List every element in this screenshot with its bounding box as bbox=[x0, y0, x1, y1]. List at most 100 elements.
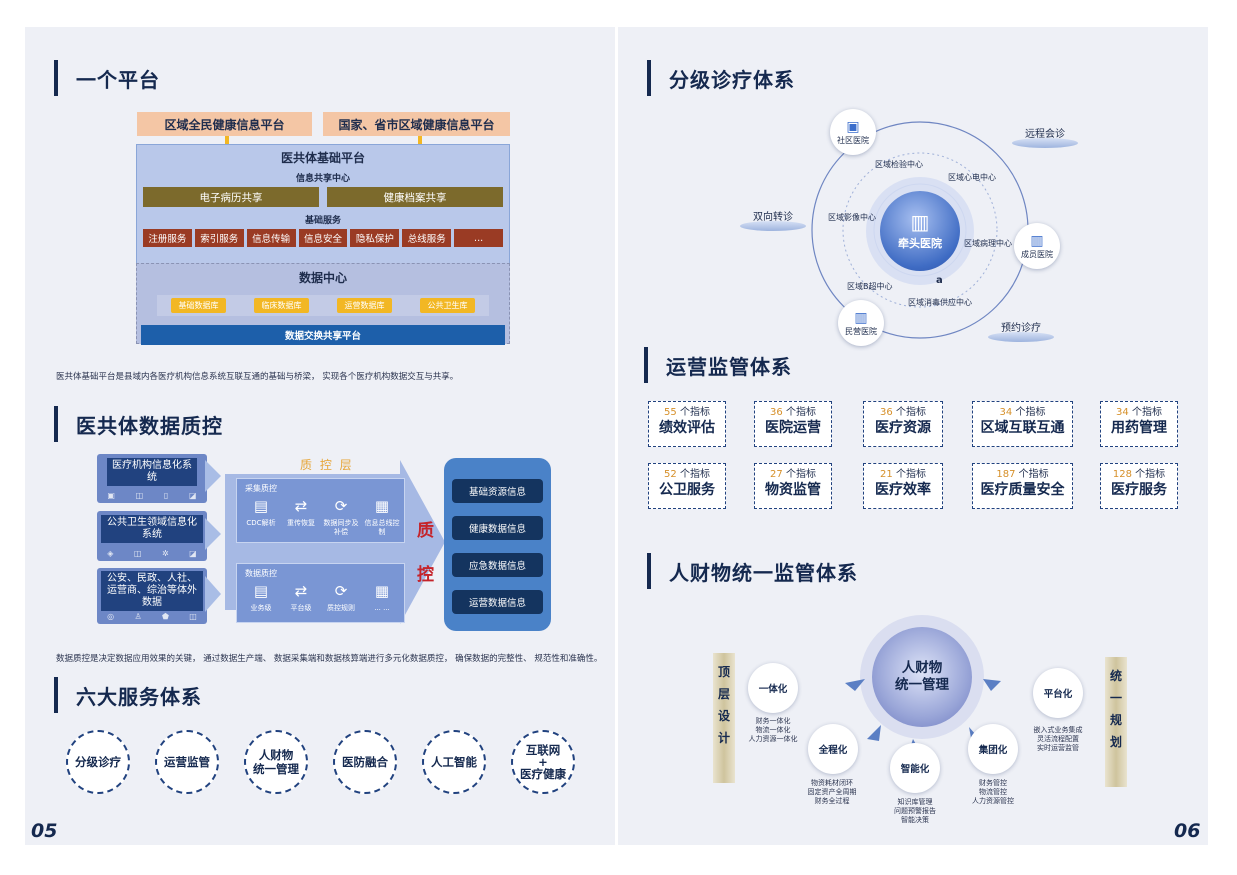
indicator-name: 医疗效率 bbox=[875, 482, 931, 498]
quality-caption: 数据质控是决定数据应用效果的关键， 通过数据生产端、 数据采集端和数据核算端进行… bbox=[56, 654, 603, 664]
right-page: 分级诊疗体系 ▥ 牵头医院 ▣社区医院 ▥成员医院 ▥民营医院 区域检验中心 区… bbox=[618, 27, 1208, 845]
section-title-services: 六大服务体系 bbox=[54, 677, 202, 713]
basic-service-item: 索引服务 bbox=[194, 229, 244, 247]
indicator-count: 34 个指标 bbox=[1101, 406, 1177, 419]
indicator-count: 187 个指标 bbox=[973, 468, 1072, 481]
indicator-box: 128 个指标医疗服务 bbox=[1100, 463, 1178, 509]
tag-char: 顶 bbox=[717, 665, 730, 679]
disk-remote-consult: 远程会诊 bbox=[1012, 125, 1078, 148]
source-medical: 医疗机构信息化系统 ▣◫▯◪ bbox=[97, 454, 207, 503]
indicator-name: 医疗服务 bbox=[1111, 482, 1167, 498]
health-record-share: 健康档案共享 bbox=[327, 187, 503, 207]
result-operation-data: 运营数据信息 bbox=[452, 590, 543, 614]
result-emergency-data: 应急数据信息 bbox=[452, 553, 543, 577]
cdc-parse-item: ▤CDC解析 bbox=[243, 497, 279, 528]
qc-rules-item: ⟳质控规则 bbox=[323, 582, 359, 613]
transfer-icon: ⇄ bbox=[294, 582, 308, 600]
basic-service-item: 注册服务 bbox=[143, 229, 192, 247]
quality-layer-title: 质 控 层 bbox=[300, 458, 354, 472]
indicator-number: 128 bbox=[1112, 469, 1132, 480]
left-page: 一个平台 区域全民健康信息平台 国家、省市区域健康信息平台 医共体基础平台 信息… bbox=[25, 27, 615, 845]
tag-char: 层 bbox=[717, 687, 730, 701]
tag-char: 划 bbox=[1109, 735, 1122, 749]
indicator-unit: 个指标 bbox=[679, 469, 710, 480]
section-title-text: 运营监管体系 bbox=[666, 354, 792, 379]
indicator-box: 36 个指标医院运营 bbox=[754, 401, 832, 447]
indicator-number: 52 bbox=[664, 469, 677, 480]
db-clinical: 临床数据库 bbox=[254, 298, 309, 313]
indicator-number: 187 bbox=[996, 469, 1016, 480]
tag-char: 一 bbox=[1109, 691, 1122, 705]
result-panel: 基础资源信息 健康数据信息 应急数据信息 运营数据信息 bbox=[444, 458, 551, 631]
section-title-text: 人财物统一监管体系 bbox=[669, 560, 858, 585]
basic-service-item: 隐私保护 bbox=[350, 229, 400, 247]
indicator-number: 34 bbox=[999, 407, 1013, 418]
sync-item: ⟳数据同步及补偿 bbox=[323, 497, 359, 536]
business-level-item: ▤业务级 bbox=[243, 582, 279, 613]
node-intelligent: 智能化 bbox=[890, 743, 940, 793]
disk-appointment: 预约诊疗 bbox=[988, 319, 1054, 342]
grid-icon: ▦ bbox=[374, 582, 390, 600]
indicator-unit: 个指标 bbox=[679, 407, 710, 418]
section-title-text: 医共体数据质控 bbox=[76, 413, 223, 438]
indicator-name: 用药管理 bbox=[1111, 420, 1167, 436]
source-label: 公共卫生领域信息化系统 bbox=[101, 515, 203, 543]
indicator-box: 21 个指标医疗效率 bbox=[863, 463, 943, 509]
center-unified: 人财物 统一管理 bbox=[872, 627, 972, 727]
indicator-unit: 个指标 bbox=[1015, 407, 1046, 418]
platform-level-item: ⇄平台级 bbox=[283, 582, 319, 613]
exchange-platform: 数据交换共享平台 bbox=[141, 325, 505, 345]
full-process-desc: 物资耗材闭环固定资产全周期财务全过程 bbox=[807, 779, 857, 805]
indicator-name: 区域互联互通 bbox=[980, 420, 1065, 436]
qc-char-kong: 控 bbox=[417, 565, 434, 585]
indicator-box: 36 个指标医疗资源 bbox=[863, 401, 943, 447]
group-desc: 财务管控物流管控人力资源管控 bbox=[972, 779, 1014, 805]
center-lab: 区域检验中心 bbox=[875, 160, 923, 169]
section-title-graded: 分级诊疗体系 bbox=[647, 60, 795, 96]
tag-char: 计 bbox=[717, 731, 730, 745]
service-label: + bbox=[538, 755, 548, 769]
db-basic: 基础数据库 bbox=[171, 298, 226, 313]
node-platform: 平台化 bbox=[1033, 668, 1083, 718]
hospital-icon: ▥ bbox=[1030, 232, 1044, 249]
collect-quality-box: 采集质控 ▤CDC解析 ⇄重传恢复 ⟳数据同步及补偿 ▦信息总线控制 bbox=[236, 478, 405, 543]
indicator-number: 55 bbox=[664, 407, 677, 418]
indicator-box: 34 个指标用药管理 bbox=[1100, 401, 1178, 447]
data-center: 数据中心 基础数据库 临床数据库 运营数据库 公共卫生库 数据交换共享平台 bbox=[136, 263, 510, 345]
indicator-count: 128 个指标 bbox=[1101, 468, 1177, 481]
indicator-number: 27 bbox=[770, 469, 783, 480]
clipboard-icon: ▤ bbox=[253, 497, 269, 515]
tag-top-design: 顶 层 设 计 bbox=[713, 653, 735, 783]
source-label: 公安、民政、人社、运营商、综治等体外数据 bbox=[101, 571, 203, 611]
service-resources: 人财物 统一管理 bbox=[244, 730, 308, 794]
base-platform: 医共体基础平台 信息共享中心 电子病历共享 健康档案共享 基础服务 注册服务 索… bbox=[136, 144, 510, 280]
indicator-unit: 个指标 bbox=[895, 407, 926, 418]
indicator-count: 36 个指标 bbox=[755, 406, 831, 419]
db-operation: 运营数据库 bbox=[337, 298, 392, 313]
emr-share: 电子病历共享 bbox=[143, 187, 319, 207]
indicator-box: 52 个指标公卫服务 bbox=[648, 463, 726, 509]
bus-control-item: ▦信息总线控制 bbox=[364, 497, 400, 536]
share-center-title: 信息共享中心 bbox=[295, 174, 350, 184]
indicator-count: 21 个指标 bbox=[864, 468, 942, 481]
node-member: ▥成员医院 bbox=[1014, 223, 1060, 269]
intelligent-desc: 知识库管理问题预警报告智能决策 bbox=[894, 798, 936, 824]
indicator-count: 52 个指标 bbox=[649, 468, 725, 481]
integration-desc: 财务一体化物流一体化人力资源一体化 bbox=[748, 717, 798, 743]
center-disinfection: 区域消毒供应中心 bbox=[908, 298, 972, 307]
hospital-icon: ▥ bbox=[910, 210, 930, 234]
indicator-name: 公卫服务 bbox=[659, 482, 715, 498]
indicator-unit: 个指标 bbox=[1018, 469, 1049, 480]
hospital-icon: ▥ bbox=[854, 309, 868, 326]
platform-desc: 嵌入式业务集成灵活流程配置实时运营监管 bbox=[1033, 726, 1083, 752]
basic-service-item: ... bbox=[454, 229, 504, 247]
indicator-count: 34 个指标 bbox=[973, 406, 1072, 419]
data-center-title: 数据中心 bbox=[298, 271, 347, 285]
db-public-health: 公共卫生库 bbox=[420, 298, 475, 313]
indicator-name: 医疗资源 bbox=[875, 420, 931, 436]
tag-char: 设 bbox=[717, 709, 730, 723]
sync-icon: ⟳ bbox=[334, 582, 348, 600]
indicator-box: 187 个指标医疗质量安全 bbox=[972, 463, 1073, 509]
source-label: 医疗机构信息化系统 bbox=[107, 458, 197, 486]
more-item: ▦... ... bbox=[363, 582, 401, 613]
